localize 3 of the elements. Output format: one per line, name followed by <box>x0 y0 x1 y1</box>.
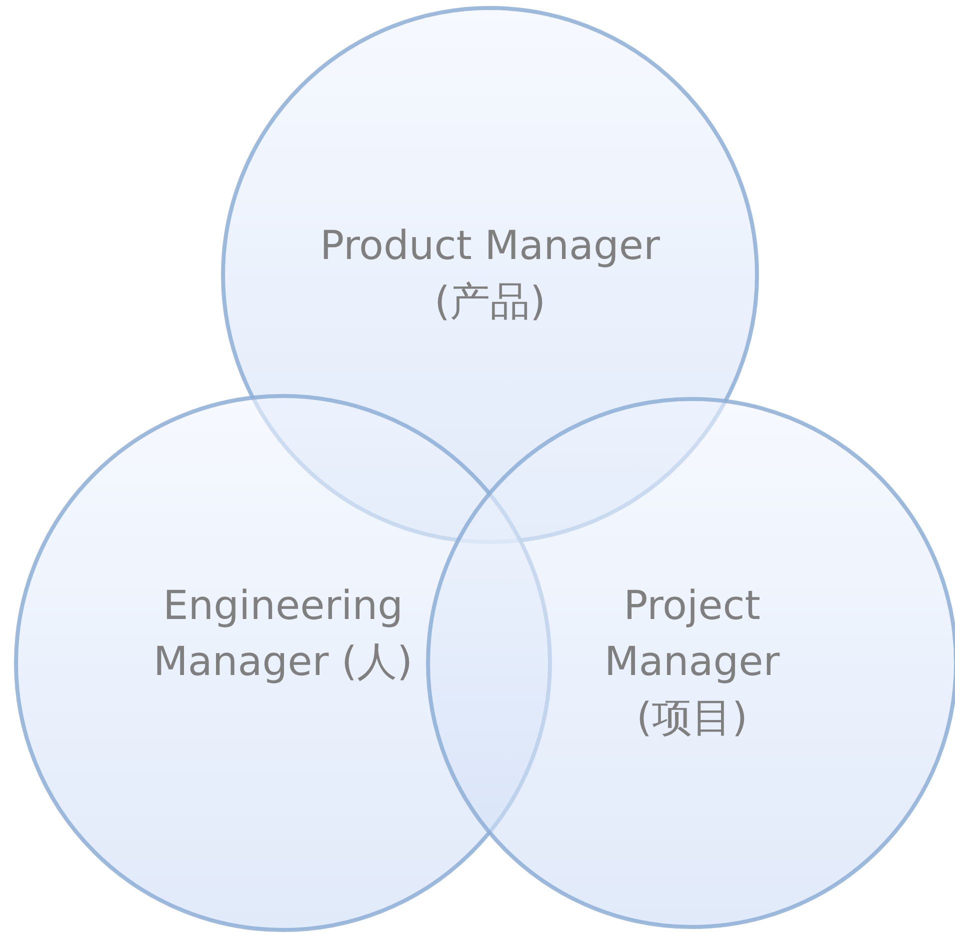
circle-label: Product Manager (产品) <box>319 222 661 327</box>
circle-label: Project Manager (项目) <box>603 582 781 743</box>
circle-label: Engineering Manager (人) <box>153 582 413 687</box>
